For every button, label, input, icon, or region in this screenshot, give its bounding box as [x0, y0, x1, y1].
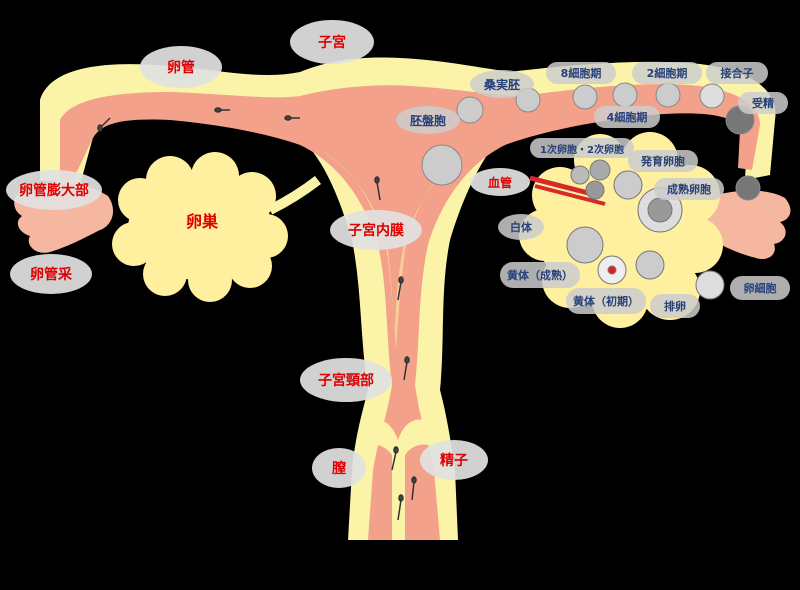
label-vagina: 膣 — [312, 448, 366, 488]
ovarian-ligament — [267, 176, 322, 215]
label-mature-follicle: 成熟卵胞 — [654, 178, 724, 200]
label-blastocyst: 胚盤胞 — [396, 106, 460, 134]
label-ovary: 卵巣 — [185, 212, 218, 231]
label-corpus-luteum-mature: 黄体（成熟） — [500, 262, 580, 288]
uterus-organ — [40, 57, 776, 541]
label-fimbria: 卵管采 — [10, 254, 92, 294]
label-ampulla: 卵管膨大部 — [6, 170, 102, 210]
label-eight-cell: 8細胞期 — [546, 62, 616, 84]
label-cervix: 子宮頸部 — [300, 358, 392, 402]
sperm-cells — [97, 107, 417, 521]
label-ovulation: 排卵 — [650, 294, 700, 318]
label-sperm: 精子 — [420, 440, 488, 480]
ovary-left — [112, 152, 288, 302]
label-uterus: 子宮 — [290, 20, 374, 64]
label-endometrium: 子宮内膜 — [330, 210, 422, 250]
label-oviduct: 卵管 — [140, 46, 222, 88]
label-zygote: 接合子 — [706, 62, 768, 84]
label-oocyte: 卵細胞 — [730, 276, 790, 300]
label-four-cell: 4細胞期 — [594, 106, 660, 128]
label-morula: 桑実胚 — [470, 70, 534, 98]
label-developing-follicle: 発育卵胞 — [628, 150, 698, 172]
label-fertilization: 受精 — [738, 92, 788, 114]
label-corpus-albicans: 白体 — [498, 214, 544, 240]
label-two-cell: 2細胞期 — [632, 62, 702, 84]
label-corpus-luteum-early: 黄体（初期） — [566, 288, 646, 314]
label-follicle-primary-secondary: 1次卵胞・2次卵胞 — [530, 138, 634, 158]
label-blood-vessel: 血管 — [470, 168, 530, 196]
